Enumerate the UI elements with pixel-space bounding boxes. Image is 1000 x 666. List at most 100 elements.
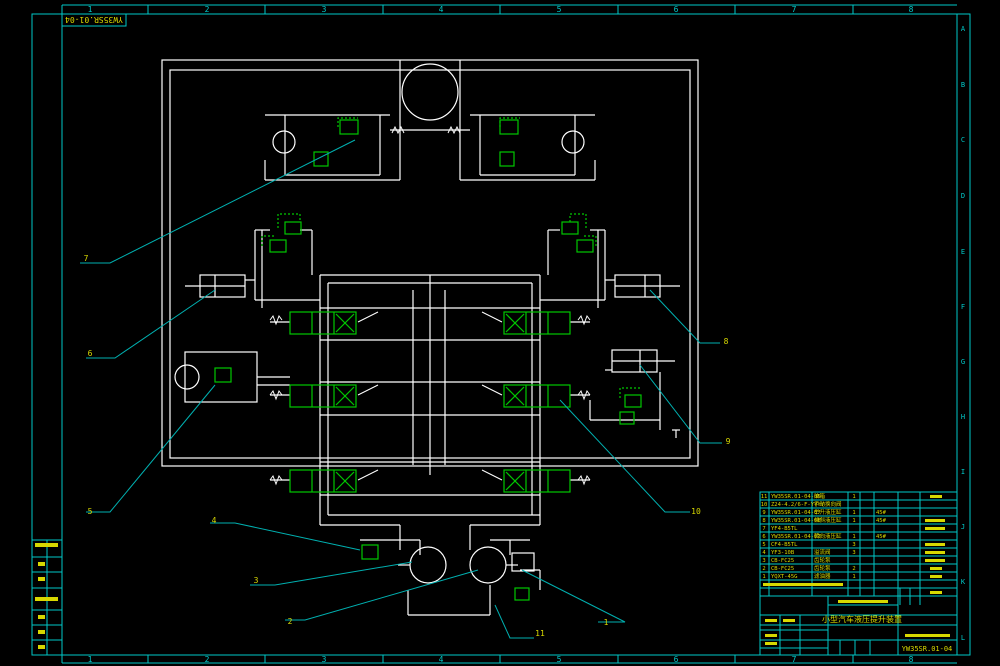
svg-text:11: 11 bbox=[761, 494, 768, 500]
svg-text:3: 3 bbox=[852, 550, 855, 556]
svg-text:3: 3 bbox=[762, 558, 765, 564]
col-label: 5 bbox=[557, 5, 562, 14]
svg-text:1: 1 bbox=[852, 518, 855, 524]
col-label: 4 bbox=[439, 5, 444, 14]
svg-text:举升液压缸: 举升液压缸 bbox=[814, 508, 842, 516]
svg-text:45#: 45# bbox=[876, 534, 887, 540]
col-label: 4 bbox=[439, 655, 444, 664]
svg-text:Z24-4.2/6-F-YYYY: Z24-4.2/6-F-YYYY bbox=[771, 502, 825, 508]
hydraulic-circuit bbox=[161, 59, 699, 616]
col-label: 8 bbox=[909, 5, 914, 14]
row-label: B bbox=[961, 81, 965, 89]
col-label: 3 bbox=[322, 655, 327, 664]
callout-leaders bbox=[80, 139, 722, 639]
callout-6: 6 bbox=[88, 349, 93, 358]
drawing-code-top: YW35SR.01-04 bbox=[65, 15, 123, 24]
drawing-title: 小型汽车液压提升装置 bbox=[822, 614, 902, 624]
callout-11: 11 bbox=[535, 629, 545, 638]
svg-text:YW35SR.01-04-07: YW35SR.01-04-07 bbox=[771, 510, 821, 516]
row-labels: A B C D E F G H I J K L bbox=[961, 25, 966, 642]
col-label: 6 bbox=[674, 5, 679, 14]
svg-text:YW35SR.01-04-08: YW35SR.01-04-08 bbox=[771, 518, 821, 524]
svg-text:手动换向阀: 手动换向阀 bbox=[814, 500, 842, 508]
svg-text:YF3-10B: YF3-10B bbox=[771, 550, 795, 556]
svg-text:45#: 45# bbox=[876, 518, 887, 524]
left-stamp-marks bbox=[35, 543, 58, 649]
svg-text:转向液压缸: 转向液压缸 bbox=[814, 532, 842, 540]
col-label: 7 bbox=[792, 655, 797, 664]
col-label: 7 bbox=[792, 5, 797, 14]
column-labels: 1 2 3 4 5 6 7 8 1 2 3 4 5 6 7 8 bbox=[88, 5, 914, 664]
col-label: 5 bbox=[557, 655, 562, 664]
svg-text:1: 1 bbox=[852, 574, 855, 580]
col-label: 1 bbox=[88, 655, 93, 664]
drawing-border bbox=[31, 4, 971, 664]
svg-text:CB-FC25: CB-FC25 bbox=[771, 566, 794, 572]
col-label: 2 bbox=[205, 655, 210, 664]
svg-text:45#: 45# bbox=[876, 510, 887, 516]
callout-5: 5 bbox=[88, 507, 93, 516]
col-label: 1 bbox=[88, 5, 93, 14]
svg-text:6: 6 bbox=[762, 534, 765, 540]
callout-8: 8 bbox=[724, 337, 729, 346]
callout-9: 9 bbox=[726, 437, 731, 446]
svg-text:倾斜液压缸: 倾斜液压缸 bbox=[814, 516, 842, 524]
row-label: I bbox=[961, 468, 965, 476]
svg-text:YW35SR.01-04-05: YW35SR.01-04-05 bbox=[771, 494, 821, 500]
row-label: D bbox=[961, 192, 965, 200]
col-label: 3 bbox=[322, 5, 327, 14]
callout-3: 3 bbox=[254, 576, 259, 585]
svg-text:油箱: 油箱 bbox=[814, 492, 826, 500]
svg-text:1: 1 bbox=[852, 494, 855, 500]
svg-text:1: 1 bbox=[852, 534, 855, 540]
parts-list-note-marks bbox=[763, 495, 950, 645]
svg-text:1: 1 bbox=[852, 510, 855, 516]
row-label: L bbox=[961, 634, 965, 642]
title-text: 小型汽车液压提升装置 YW35SR.01-04 bbox=[822, 614, 952, 653]
parts-row: 4 YF3-10B 溢流阀 3 bbox=[762, 548, 855, 556]
row-label: G bbox=[961, 358, 965, 366]
directional-valves bbox=[214, 117, 642, 601]
svg-text:CB-FC25: CB-FC25 bbox=[771, 558, 794, 564]
row-label: E bbox=[961, 248, 965, 256]
svg-text:1: 1 bbox=[762, 574, 765, 580]
svg-text:5: 5 bbox=[762, 542, 765, 548]
callout-4: 4 bbox=[212, 516, 217, 525]
svg-text:7: 7 bbox=[762, 526, 765, 532]
svg-text:齿轮泵: 齿轮泵 bbox=[814, 556, 831, 564]
svg-text:溢流阀: 溢流阀 bbox=[814, 548, 831, 556]
svg-text:3: 3 bbox=[852, 542, 855, 548]
row-label: J bbox=[961, 523, 965, 531]
callout-10: 10 bbox=[691, 507, 701, 516]
parts-row: 3 CB-FC25 齿轮泵 bbox=[762, 556, 831, 564]
col-label: 2 bbox=[205, 5, 210, 14]
row-label: K bbox=[961, 578, 966, 586]
drawing-code-box: YW35SR.01-04 bbox=[61, 13, 127, 27]
col-label: 8 bbox=[909, 655, 914, 664]
row-label: F bbox=[961, 303, 965, 311]
callout-1: 1 bbox=[604, 618, 609, 627]
svg-text:YW35SR.01-04-03: YW35SR.01-04-03 bbox=[771, 534, 821, 540]
svg-text:9: 9 bbox=[762, 510, 765, 516]
svg-text:YQXT-45G: YQXT-45G bbox=[771, 574, 798, 580]
parts-row: 1 YQXT-45G 滤油器 1 bbox=[762, 572, 855, 580]
title-block bbox=[759, 491, 958, 656]
callout-numbers: 7 6 5 4 3 2 1 11 10 9 8 bbox=[84, 254, 731, 638]
callout-7: 7 bbox=[84, 254, 89, 263]
svg-text:2: 2 bbox=[852, 566, 855, 572]
svg-text:8: 8 bbox=[762, 518, 765, 524]
callout-2: 2 bbox=[288, 617, 293, 626]
svg-text:2: 2 bbox=[762, 566, 765, 572]
svg-text:4: 4 bbox=[762, 550, 766, 556]
svg-text:滤油器: 滤油器 bbox=[814, 572, 831, 580]
